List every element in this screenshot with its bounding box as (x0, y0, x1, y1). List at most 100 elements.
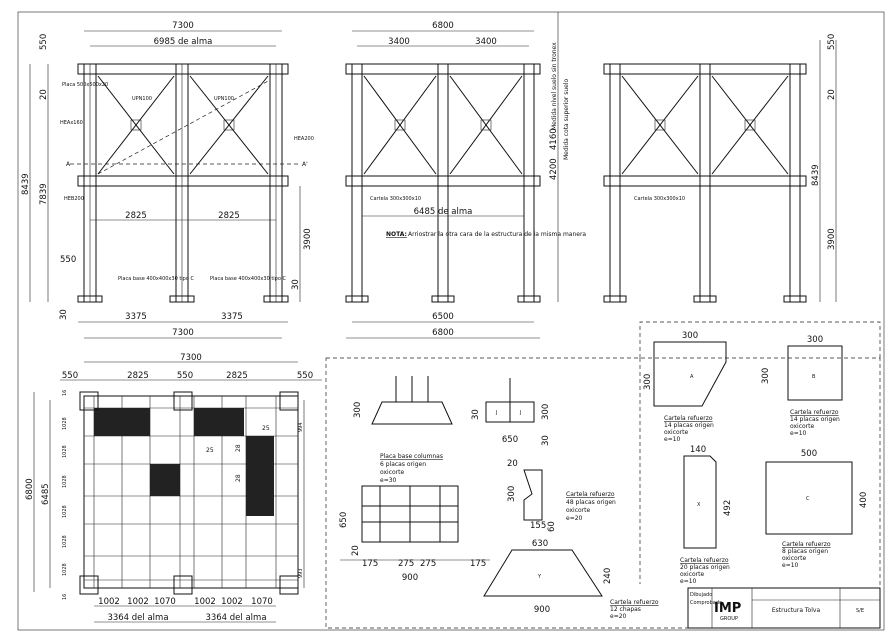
dim-30-right: 30 (291, 279, 301, 290)
dim-h-total: 8439 (21, 173, 31, 195)
svg-text:140: 140 (690, 445, 706, 455)
plan-right2: 993 (298, 568, 304, 578)
detail-c-plate: C 500 400 Cartela refuerzo 8 placas orig… (765, 449, 869, 569)
svg-text:400: 400 (859, 492, 869, 508)
plan-hatch-1 (94, 408, 150, 436)
svg-text:oxicorte: oxicorte (664, 429, 688, 436)
plan-b4: 1002 (194, 597, 216, 607)
svg-text:B: B (812, 374, 816, 380)
svg-text:S/E: S/E (856, 608, 864, 614)
svg-text:e=10: e=10 (680, 578, 697, 585)
svg-text:300: 300 (761, 368, 771, 384)
mid-alma: 6485 de alma (414, 207, 473, 217)
svg-text:300: 300 (541, 404, 551, 420)
plan-n25a: 25 (206, 447, 214, 454)
dim-bottom1: 3375 (125, 312, 147, 322)
mid-beam (77, 175, 289, 187)
dim-alma-top: 6985 de alma (154, 37, 213, 47)
mid-bottom2: 6800 (432, 328, 454, 338)
svg-text:300: 300 (507, 486, 517, 502)
label-hea2: HEA200 (294, 136, 314, 142)
svg-text:oxicorte: oxicorte (790, 423, 814, 430)
mid-bay2: 3400 (475, 37, 497, 47)
note-body: Arriostrar la otra cara de la estructura… (408, 231, 586, 238)
svg-text:Cartela refuerzo: Cartela refuerzo (782, 541, 831, 548)
plan-b2: 1002 (127, 597, 149, 607)
company-logo: IMP (714, 601, 741, 616)
detail-y-plate: Y 630 240 900 Cartela refuerzo 12 chapas… (483, 539, 659, 620)
detail-base-plate: 300 Placa base columnas 6 placas origen … (353, 376, 453, 484)
plan-r16b: 16 (62, 594, 68, 600)
mid-bay1: 3400 (388, 37, 410, 47)
plan-right1: 994 (298, 422, 304, 432)
svg-text:J: J (519, 410, 521, 416)
section-marker-a2: A' (302, 161, 308, 168)
svg-text:240: 240 (603, 568, 613, 584)
mid-top-width: 6800 (432, 21, 454, 31)
note-head: NOTA: (386, 231, 407, 238)
plan-r16a: 16 (62, 390, 68, 396)
elevation-left: 7300 6985 de alma 2825 2825 3375 3375 73… (21, 21, 314, 339)
plan-c1: 550 (62, 371, 78, 381)
elevation-middle: 6800 3400 3400 6485 de alma 6500 6800 NO… (345, 12, 586, 339)
plan-view: 7300 550 2825 550 2825 550 6800 6485 16 … (25, 353, 322, 623)
dim-h20: 20 (39, 89, 49, 100)
detail-grid-plate: 650 20 175 275 275 900 175 (339, 485, 490, 583)
label-upn1: UPN100 (132, 96, 152, 102)
base-title: Placa base columnas (380, 453, 443, 460)
svg-text:300: 300 (353, 402, 363, 418)
right-h-low: 3900 (827, 228, 837, 250)
plan-n28a: 28 (235, 444, 242, 452)
label-upn2: UPN100 (214, 96, 234, 102)
plan-row-dim: 1028 (62, 505, 68, 518)
section-marker-a: A (66, 161, 71, 168)
svg-text:GROUP: GROUP (720, 616, 738, 622)
right-h550: 550 (827, 34, 837, 50)
svg-text:e=30: e=30 (380, 477, 397, 484)
mid-cartela: Cartela 300x300x10 (370, 196, 421, 202)
plan-c4: 2825 (226, 371, 248, 381)
plan-b1: 1002 (98, 597, 120, 607)
title-block: Dibujado Comprobado IMP GROUP Estructura… (687, 587, 881, 629)
svg-text:60: 60 (547, 521, 557, 532)
svg-text:Cartela refuerzo: Cartela refuerzo (680, 557, 729, 564)
plan-c2: 2825 (127, 371, 149, 381)
plan-n28b: 28 (235, 474, 242, 482)
label-heb: HEB200 (64, 196, 84, 202)
svg-text:300: 300 (807, 335, 823, 345)
right-cartela: Cartela 300x300x10 (634, 196, 685, 202)
svg-text:Cartela refuerzo: Cartela refuerzo (664, 415, 713, 422)
svg-text:X: X (697, 502, 701, 508)
svg-text:500: 500 (801, 449, 817, 459)
svg-text:Comprobado: Comprobado (690, 600, 722, 606)
svg-text:175: 175 (470, 559, 486, 569)
svg-text:900: 900 (402, 573, 418, 583)
plan-row-dim: 1028 (62, 475, 68, 488)
svg-text:J: J (495, 410, 497, 416)
svg-text:155: 155 (530, 521, 546, 531)
dim-bay2: 2825 (218, 211, 240, 221)
svg-text:14 placas origen: 14 placas origen (664, 422, 714, 429)
svg-text:275: 275 (398, 559, 414, 569)
mid-v2: 4160 (549, 128, 559, 150)
svg-text:300: 300 (643, 374, 653, 390)
plan-row-dim: 1028 (62, 417, 68, 430)
plan-hatch-2 (194, 408, 244, 436)
label-base2: Placa base 400x400x30 tipo C (210, 276, 287, 282)
plan-c5: 550 (297, 371, 313, 381)
elevation-right: 550 20 8439 3900 Cartela 300x300x10 (603, 34, 837, 303)
svg-text:175: 175 (362, 559, 378, 569)
plan-row-dim: 1028 (62, 445, 68, 458)
svg-text:e=10: e=10 (790, 430, 807, 437)
svg-text:6 placas origen: 6 placas origen (380, 461, 426, 468)
svg-text:oxicorte: oxicorte (782, 555, 806, 562)
dim-bottom-width: 7300 (172, 328, 194, 338)
drawing-title: Estructura Tolva (772, 607, 821, 614)
plan-hatch-3 (150, 464, 180, 496)
svg-text:48 placas origen: 48 placas origen (566, 499, 616, 506)
plan-left-total: 6800 (25, 478, 35, 500)
